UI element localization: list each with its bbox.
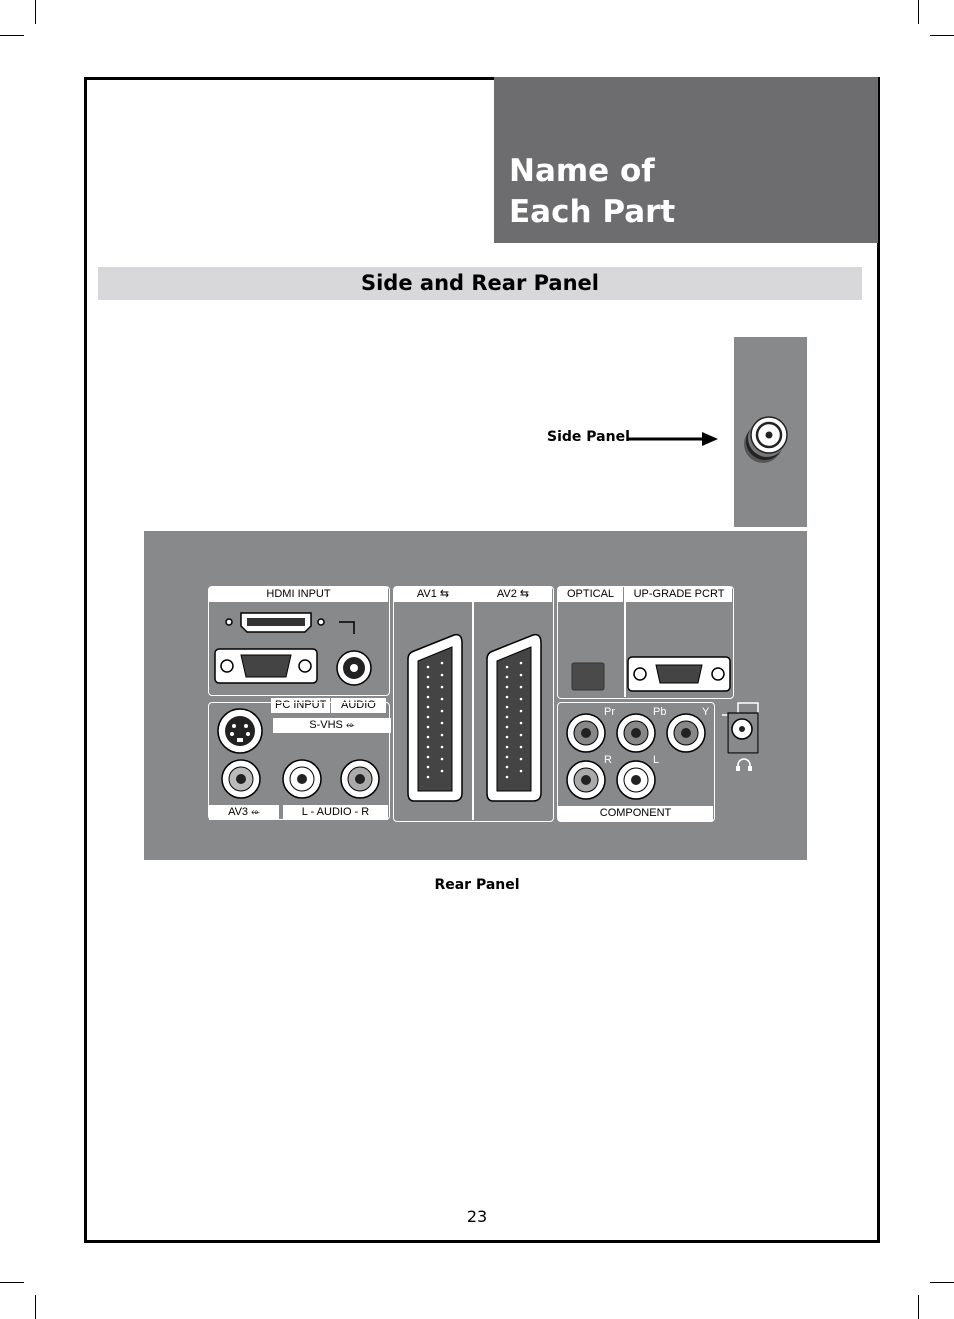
av3-label-text: AV3 [228,806,249,818]
headphone-symbol-icon [736,758,752,771]
av3-group: S-VHS ⬰ AV3 ⬰ L - AUDIO - [208,702,391,820]
optical-port-icon [571,662,605,691]
svhs-label: S-VHS ⬰ [273,718,391,733]
av3-audio-r-jack-icon [340,759,380,799]
scart-av2-port-icon [486,633,542,802]
hdmi-port-icon [225,612,325,633]
component-group: Pr Pb Y R L COMPONENT [557,702,715,822]
side-panel-arrow [628,432,718,446]
input-arrow-icon: ⬰ [345,719,355,731]
av3-audio-l-jack-icon [282,759,322,799]
vga-port-icon [214,648,318,684]
hdmi-pc-group: HDMI INPUT PC INPUT AUDIO [208,586,390,713]
side-panel-label: Side Panel [547,429,630,445]
upgrade-pcrt-label: UP-GRADE PCRT [626,587,732,602]
pc-audio-jack-icon [336,621,372,686]
section-title: Side and Rear Panel [98,267,862,300]
side-panel [734,337,807,527]
page-number: 23 [466,1207,488,1226]
crop-mark [0,35,24,36]
optical-label: OPTICAL [558,587,623,602]
input-arrow-icon: ⬰ [251,806,260,818]
io-arrow-icon: ⇆ [439,588,450,600]
av3-label: AV3 ⬰ [209,805,279,820]
component-pr-jack-icon [566,713,606,753]
scart-group: AV1 ⇆ AV2 ⇆ [393,586,554,822]
crop-mark [930,1282,954,1283]
pr-label: Pr [604,706,615,718]
y-label: Y [702,706,710,718]
crop-mark [918,0,919,24]
scart-divider [472,587,474,820]
crop-mark [0,1282,24,1283]
rear-panel: HDMI INPUT PC INPUT AUDIO S-VHS ⬰ [144,531,807,860]
pb-label: Pb [653,706,667,718]
l-audio-r-label: L - AUDIO - R [283,805,388,820]
av2-label: AV2 ⇆ [474,587,552,602]
crop-mark [930,35,954,36]
rf-antenna-jack-icon [744,416,788,463]
optical-upgrade-group: OPTICAL UP-GRADE PCRT [557,586,734,699]
io-arrow-icon: ⇆ [519,588,530,600]
component-pb-jack-icon [616,713,656,753]
component-y-jack-icon [666,713,706,753]
component-label: COMPONENT [558,806,713,821]
chapter-title: Name of Each Part [509,153,676,230]
svhs-label-text: S-VHS [309,719,343,731]
page-frame [84,77,880,1243]
scart-av1-port-icon [407,633,463,802]
crop-mark [35,1295,36,1319]
upgrade-serial-port-icon [627,656,731,692]
svhs-port-icon [217,708,263,754]
r-label: R [604,754,612,766]
component-audio-l-jack-icon [616,760,656,800]
crop-mark [918,1295,919,1319]
av1-label-text: AV1 [416,588,437,600]
headphone-jack-icon [722,702,759,754]
hdmi-input-label: HDMI INPUT [209,587,388,602]
av1-label: AV1 ⇆ [394,587,472,602]
av2-label-text: AV2 [496,588,517,600]
rear-panel-label: Rear Panel [434,877,520,893]
optical-divider [624,587,626,697]
chapter-title-block: Name of Each Part [494,77,878,243]
av3-video-jack-icon [221,759,261,799]
l-label: L [653,754,660,766]
component-audio-r-jack-icon [566,760,606,800]
crop-mark [35,0,36,24]
